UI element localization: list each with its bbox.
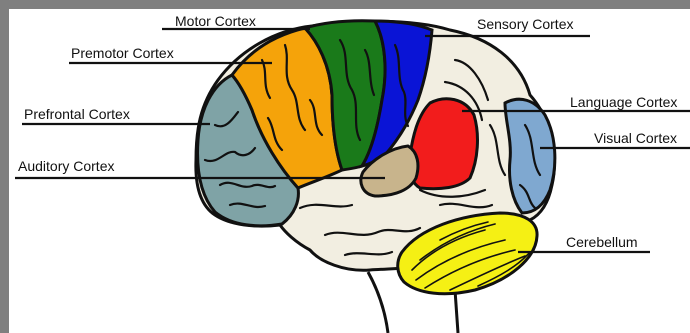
- premotor-cortex-label: Premotor Cortex: [71, 45, 174, 61]
- visual-cortex-label: Visual Cortex: [594, 130, 677, 146]
- cerebellum-label: Cerebellum: [566, 234, 638, 250]
- motor-cortex-label: Motor Cortex: [175, 13, 256, 29]
- visual-region: [505, 99, 555, 213]
- prefrontal-cortex-label: Prefrontal Cortex: [24, 106, 130, 122]
- auditory-cortex-label: Auditory Cortex: [18, 158, 114, 174]
- sensory-cortex-label: Sensory Cortex: [477, 16, 573, 32]
- language-cortex-label: Language Cortex: [570, 94, 677, 110]
